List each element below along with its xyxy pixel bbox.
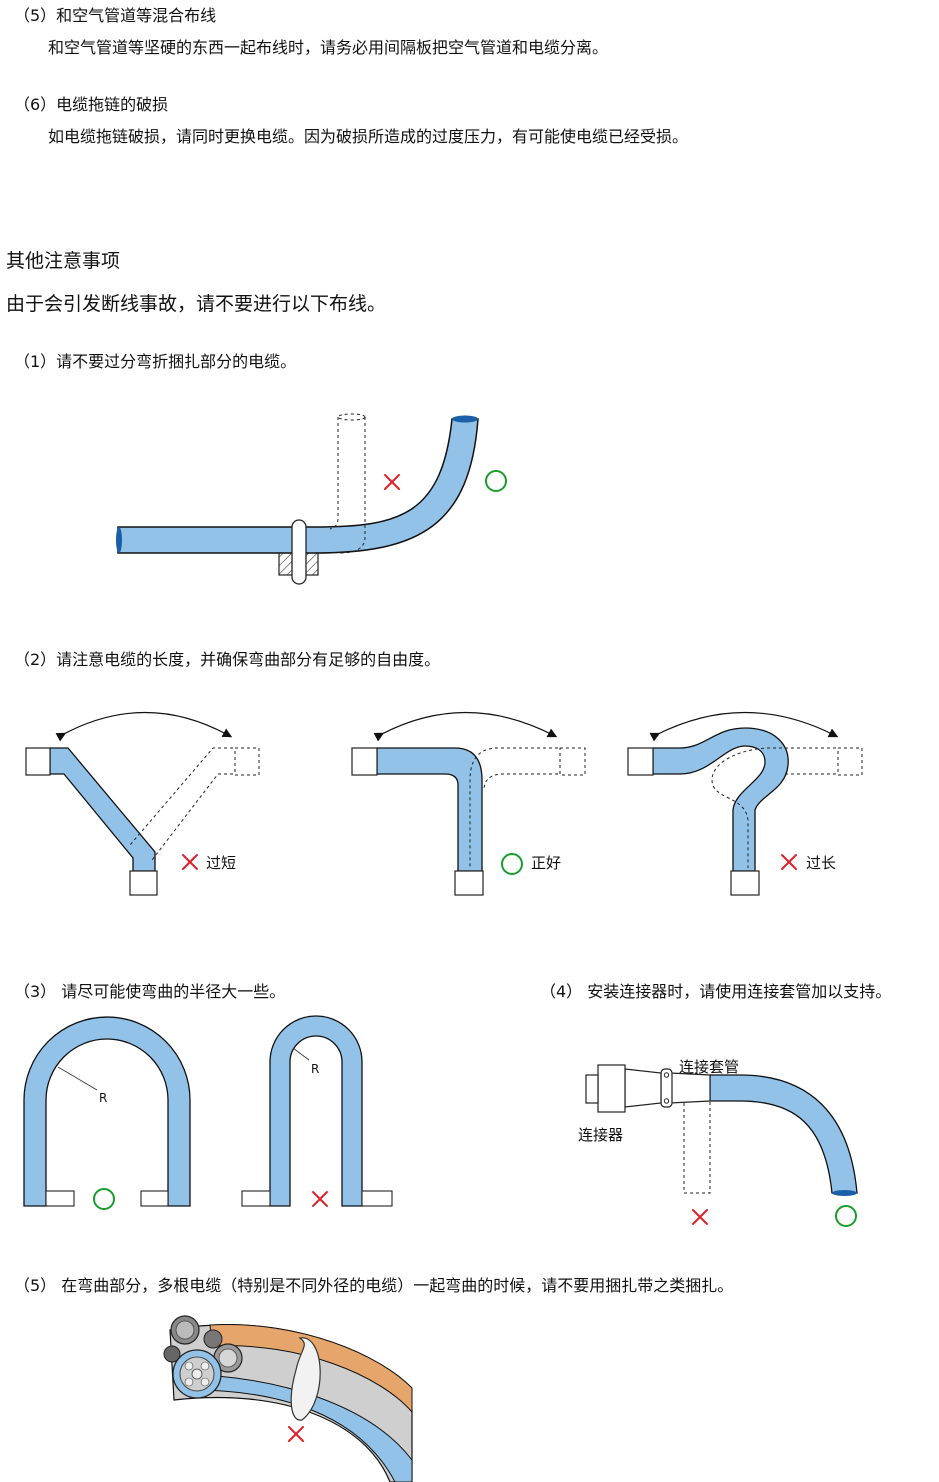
radius-label: R <box>311 1062 319 1076</box>
note-2: （2）请注意电缆的长度，并确保弯曲部分有足够的自由度。 <box>14 650 441 669</box>
circle-ok-icon <box>835 1205 857 1227</box>
panel-too-long: 过长 <box>627 711 863 896</box>
note-3: （3） 请尽可能使弯曲的半径大一些。 <box>14 982 286 1001</box>
cable-wrong-outline <box>329 417 366 554</box>
cable-end <box>116 527 122 553</box>
circle-ok-icon <box>501 853 523 875</box>
cable-end <box>452 415 478 423</box>
section-title: 其他注意事项 <box>6 250 121 272</box>
note-4: （4） 安装连接器时，请使用连接套管加以支持。 <box>540 982 892 1001</box>
cross-mark-icon <box>182 854 198 870</box>
cross-mark-icon <box>781 854 797 870</box>
small-radius-loop: R <box>241 1015 393 1207</box>
item-5-heading: （5）和空气管道等混合布线 <box>14 6 217 25</box>
sleeve-label: 连接套管 <box>679 1058 739 1076</box>
figure-bend-at-tie <box>116 413 507 585</box>
cable-cross-sections <box>163 1315 243 1399</box>
radius-label: R <box>99 1091 107 1105</box>
circle-ok-icon <box>93 1188 115 1210</box>
figure-cable-length: 过短 正好 过长 <box>25 711 863 896</box>
panel-too-short: 过短 <box>25 711 260 896</box>
cable-end <box>832 1190 857 1196</box>
item-6-heading: （6）电缆拖链的破损 <box>14 95 169 114</box>
figure-bundled-cables <box>163 1315 413 1482</box>
cross-mark-icon <box>692 1209 708 1225</box>
label-too-long: 过长 <box>806 854 836 872</box>
orange-cable <box>209 1324 413 1414</box>
section-intro: 由于会引发断线事故，请不要进行以下布线。 <box>6 293 387 315</box>
cross-mark-icon <box>384 474 400 490</box>
cross-mark-icon <box>312 1191 328 1207</box>
cable-tie <box>290 1337 321 1421</box>
circle-ok-icon <box>485 470 507 492</box>
connector-body <box>624 1068 662 1108</box>
connector-sleeve <box>669 1072 711 1104</box>
cross-mark-icon <box>288 1426 304 1442</box>
cable-tie <box>291 519 307 585</box>
item-5-body: 和空气管道等坚硬的东西一起布线时，请务必用间隔板把空气管道和电缆分离。 <box>48 38 609 57</box>
label-correct: 正好 <box>531 854 561 872</box>
figure-connector-sleeve: 连接套管 连接器 <box>578 1058 858 1227</box>
figure-bend-radius: R R <box>23 1015 393 1210</box>
item-6-body: 如电缆拖链破损，请同时更换电缆。因为破损所造成的过度压力，有可能使电缆已经受损。 <box>48 127 689 146</box>
large-radius-loop: R <box>23 1016 191 1210</box>
label-too-short: 过短 <box>206 854 236 872</box>
note-1: （1）请不要过分弯折捆扎部分的电缆。 <box>14 352 297 371</box>
note-5: （5） 在弯曲部分，多根电缆（特别是不同外径的电缆）一起弯曲的时候，请不要用捆扎… <box>14 1276 734 1295</box>
connector-label: 连接器 <box>578 1126 623 1144</box>
panel-correct: 正好 <box>351 711 586 896</box>
cable-correct <box>117 418 479 554</box>
cable-correct <box>709 1074 858 1194</box>
